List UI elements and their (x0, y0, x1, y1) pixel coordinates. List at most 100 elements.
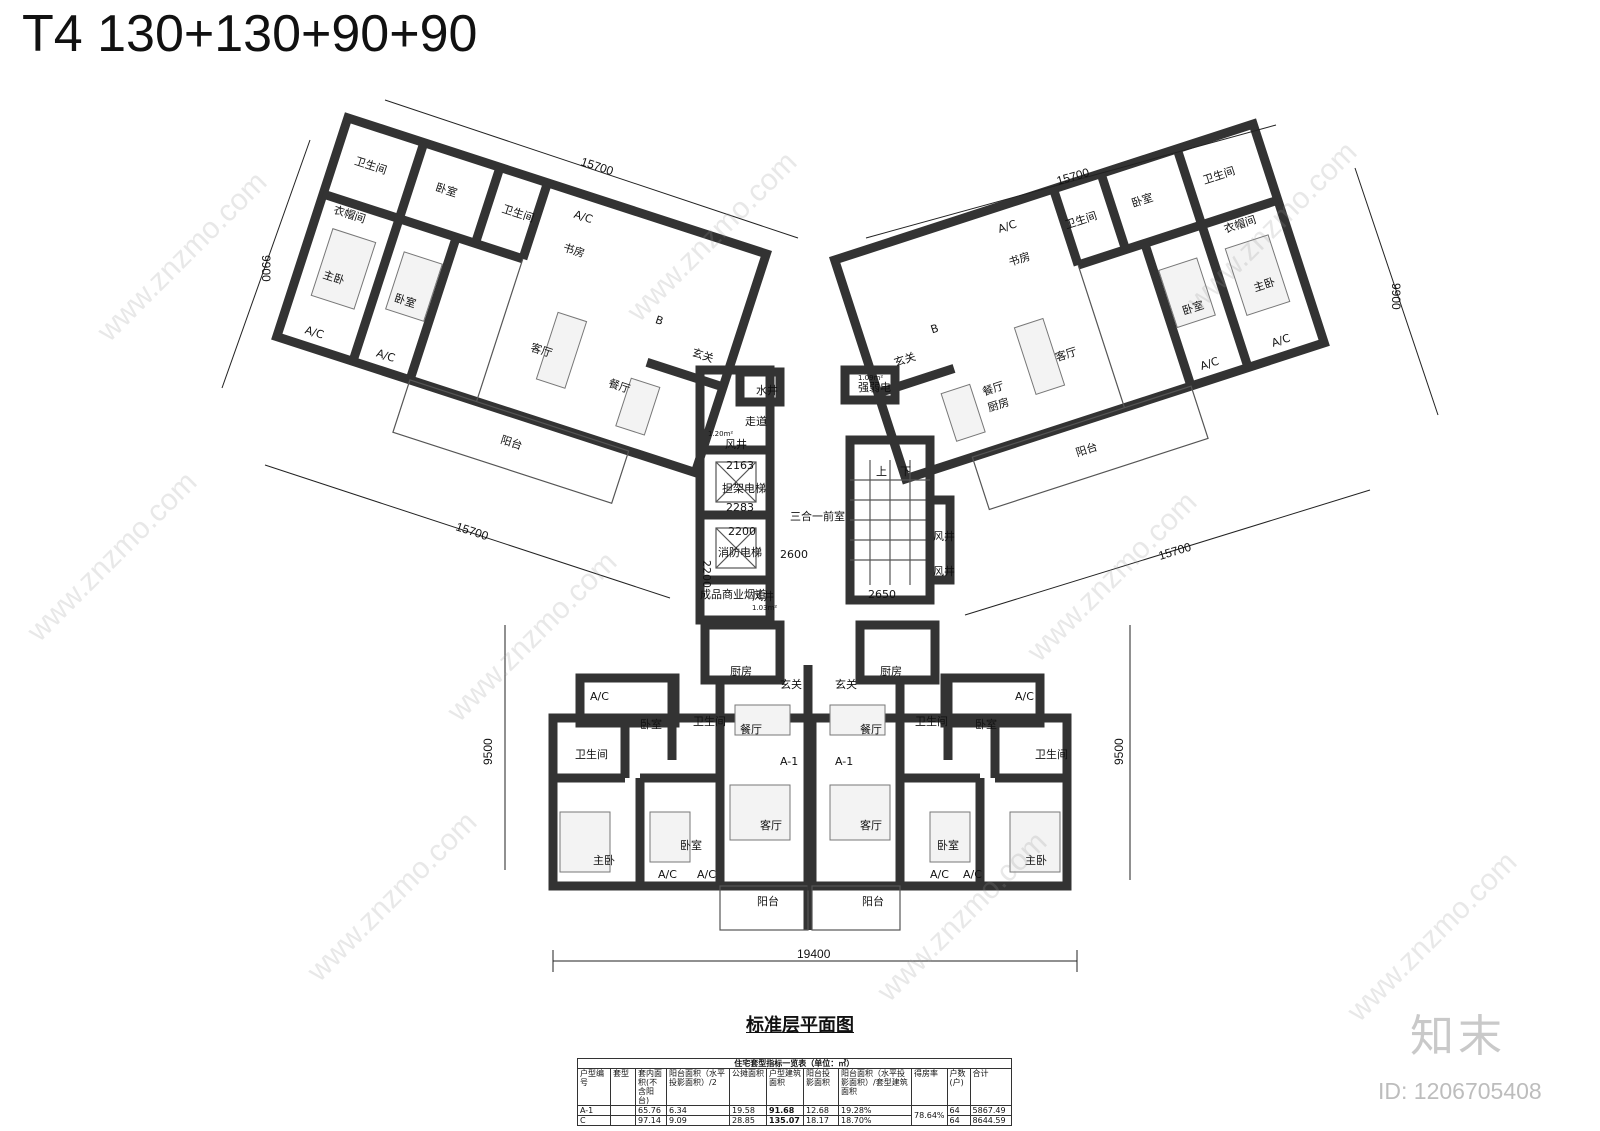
label-stair-down: 下 (900, 465, 911, 478)
dimension-lines: 15700 15700 15700 15700 9900 9900 9500 9… (221, 99, 1439, 972)
room-label-bathroom: 卫生间 (915, 714, 948, 728)
unit-label-a1: A-1 (835, 755, 853, 768)
table-cell: 28.85 (729, 1115, 767, 1126)
ac-label: A/C (375, 347, 397, 365)
table-cell: 8644.59 (969, 1115, 1012, 1126)
room-label-bedroom: 卧室 (937, 838, 959, 852)
room-label-bathroom: 卫生间 (1063, 208, 1099, 232)
room-label-kitchen: 厨房 (880, 665, 902, 678)
table-cell: 135.07 (766, 1115, 804, 1126)
room-label-bedroom: 卧室 (1180, 298, 1205, 318)
table-cell (610, 1115, 636, 1126)
unit-index-table: 住宅套型指标一览表（单位：㎡） 户型编号 套型 套内面积(不含阳台) 阳台面积（… (577, 1058, 1012, 1126)
label-corridor: 走道 (745, 414, 767, 428)
ac-label: A/C (1015, 690, 1034, 703)
table-cell: C (577, 1115, 611, 1126)
label-air-shaft: 风井 (933, 529, 955, 543)
table-cell-rate: 78.64% (911, 1105, 948, 1126)
table-cell: 64 (946, 1105, 971, 1116)
table-header: 合计 (969, 1068, 1012, 1106)
unit-label-a1: A-1 (780, 755, 798, 768)
room-label-bathroom: 卫生间 (500, 201, 536, 225)
dim-core-width: 2600 (780, 548, 808, 561)
central-core: 水井 强弱电 走道 风井 2163 担架电梯 2283 2200 消防电梯 22… (695, 365, 955, 625)
table-cell: 5867.49 (969, 1105, 1012, 1116)
label-air-shaft: 风井 (933, 564, 955, 578)
room-label-master: 主卧 (321, 268, 346, 287)
table-cell: 65.76 (635, 1105, 667, 1116)
room-label-master: 主卧 (593, 854, 615, 867)
dim-elev1-height: 2283 (726, 501, 754, 514)
brand-logo: 知末 (1410, 1011, 1506, 1062)
dim-lower-left: 9500 (481, 738, 495, 765)
room-label-balcony: 阳台 (862, 894, 884, 908)
table-cell: 18.17 (803, 1115, 839, 1126)
table-cell: 97.14 (635, 1115, 667, 1126)
table-header: 得房率 (911, 1068, 948, 1106)
room-label-entry: 玄关 (690, 345, 715, 365)
room-label-kitchen: 厨房 (986, 395, 1011, 414)
room-label-study: 书房 (1007, 250, 1032, 269)
room-label-bathroom: 卫生间 (1201, 163, 1237, 187)
dim-elev2-height: 2200 (700, 560, 713, 588)
ac-label: A/C (303, 323, 325, 341)
room-label-balcony: 阳台 (757, 894, 779, 908)
plan-caption: 标准层平面图 (746, 1015, 854, 1036)
room-label-entry: 玄关 (780, 677, 802, 691)
dim-top-left: 15700 (579, 155, 615, 179)
room-label-master: 主卧 (1252, 275, 1277, 294)
table-cell: 12.68 (803, 1105, 839, 1116)
table-header: 阳台面积（水平投影面积）/套型建筑面积 (838, 1068, 912, 1106)
room-label-master: 主卧 (1025, 854, 1047, 867)
table-header: 阳台面积（水平投影面积）/2 (666, 1068, 730, 1106)
table-header: 阳台投影面积 (803, 1068, 839, 1106)
ac-label: A/C (996, 217, 1018, 235)
room-label-living: 客厅 (860, 818, 882, 832)
room-label-bedroom: 卧室 (1130, 190, 1155, 210)
table-cell: 19.58 (729, 1105, 767, 1116)
dim-elev2-width: 2200 (728, 525, 756, 538)
dim-mid-right: 15700 (1157, 540, 1193, 563)
dim-bottom: 19400 (797, 947, 831, 961)
lower-left-unit: 卫生间 卧室 卫生间 餐厅 厨房 玄关 A-1 主卧 卧室 客厅 阳台 A/C … (548, 620, 813, 931)
table-cell: 18.70% (838, 1115, 912, 1126)
ac-label: A/C (930, 868, 949, 881)
ac-label: A/C (963, 868, 982, 881)
room-label-balcony: 阳台 (499, 432, 524, 452)
ac-label: A/C (658, 868, 677, 881)
label-lobby: 三合一前室 (790, 509, 845, 523)
page-title: T4 130+130+90+90 (22, 5, 478, 63)
dim-lower-right: 9500 (1112, 738, 1126, 765)
label-fire-elevator: 消防电梯 (718, 545, 762, 559)
room-label-bedroom: 卧室 (434, 180, 459, 200)
table-row: C 97.14 9.09 28.85 135.07 18.17 18.70% 6… (577, 1115, 1012, 1126)
table-header: 套内面积(不含阳台) (635, 1068, 667, 1106)
room-label-kitchen: 厨房 (730, 665, 752, 678)
ac-label: A/C (572, 208, 594, 226)
dim-side-right: 9900 (1389, 283, 1403, 310)
table-cell: 91.68 (766, 1105, 804, 1116)
dim-stair-width: 2650 (868, 588, 896, 601)
table-header: 套型 (610, 1068, 636, 1106)
room-label-dining: 餐厅 (607, 376, 632, 396)
table-cell (610, 1105, 636, 1116)
room-label-bedroom: 卧室 (640, 717, 662, 731)
room-label-bedroom: 卧室 (680, 838, 702, 852)
unit-label-b: B (929, 322, 940, 337)
dim-elev1-width: 2163 (726, 459, 754, 472)
dim-side-left: 9900 (259, 255, 273, 282)
room-label-study: 书房 (561, 241, 586, 260)
room-label-dining: 餐厅 (860, 722, 882, 736)
room-label-bathroom: 卫生间 (1035, 747, 1068, 761)
label-air-shaft: 风井 (752, 589, 774, 603)
room-label-dining: 餐厅 (740, 722, 762, 736)
room-label-dining: 餐厅 (980, 378, 1005, 398)
room-label-living: 客厅 (760, 818, 782, 832)
ac-label: A/C (697, 868, 716, 881)
label-power-shaft: 强弱电 (858, 381, 891, 394)
table-cell: 64 (946, 1115, 971, 1126)
label-shaft-area: 1.09m² (858, 374, 883, 382)
table-header: 公摊面积 (729, 1068, 767, 1106)
table-cell: 6.34 (666, 1105, 730, 1116)
room-label-living: 客厅 (1053, 344, 1078, 364)
